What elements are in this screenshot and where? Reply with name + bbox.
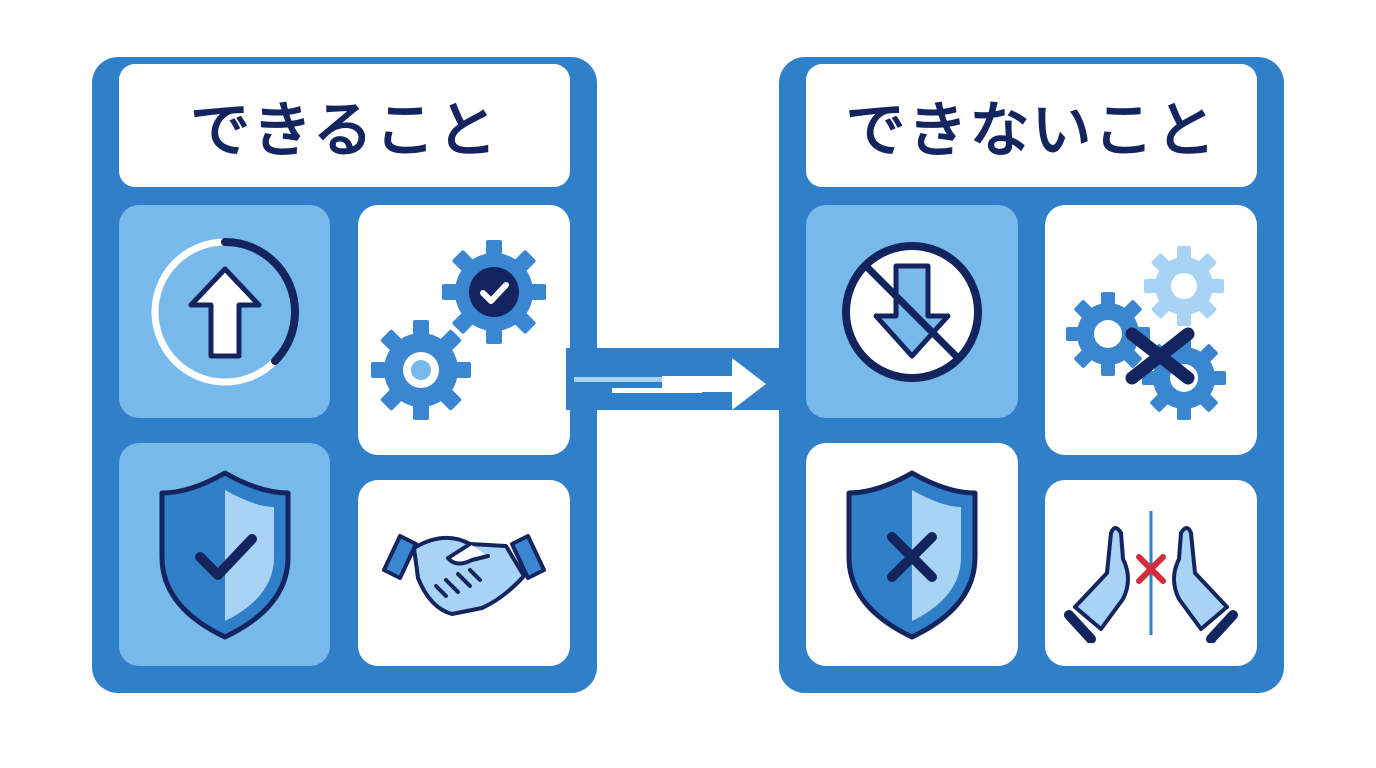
- cannot-title-box: できないこと: [806, 64, 1257, 187]
- no-download-icon: [842, 241, 982, 382]
- right-arrow-icon: [566, 348, 782, 410]
- gears-check-icon: [371, 240, 546, 420]
- gears-cross-icon: [1066, 246, 1226, 420]
- upload-progress-icon: [151, 237, 299, 385]
- tile-upload: [119, 205, 330, 418]
- tile-shield: [119, 443, 330, 666]
- handshake-icon: [382, 534, 546, 616]
- cannot-panel: できないこと: [779, 57, 1284, 693]
- can-title: できること: [190, 96, 499, 166]
- can-panel: できること: [92, 57, 597, 693]
- cannot-title: できないこと: [845, 96, 1218, 166]
- tile-no-download: [806, 205, 1018, 418]
- tile-handshake: [358, 480, 570, 666]
- hands-separated-icon: [1064, 511, 1238, 643]
- can-title-box: できること: [119, 64, 570, 187]
- tile-gears-cross: [1045, 205, 1257, 455]
- shield-check-icon: [159, 470, 290, 639]
- tile-shield-cross: [806, 443, 1018, 666]
- shield-cross-icon: [846, 470, 978, 639]
- transition-arrow: [566, 340, 782, 420]
- tile-gears: [358, 205, 570, 455]
- tile-hands-separated: [1045, 480, 1257, 666]
